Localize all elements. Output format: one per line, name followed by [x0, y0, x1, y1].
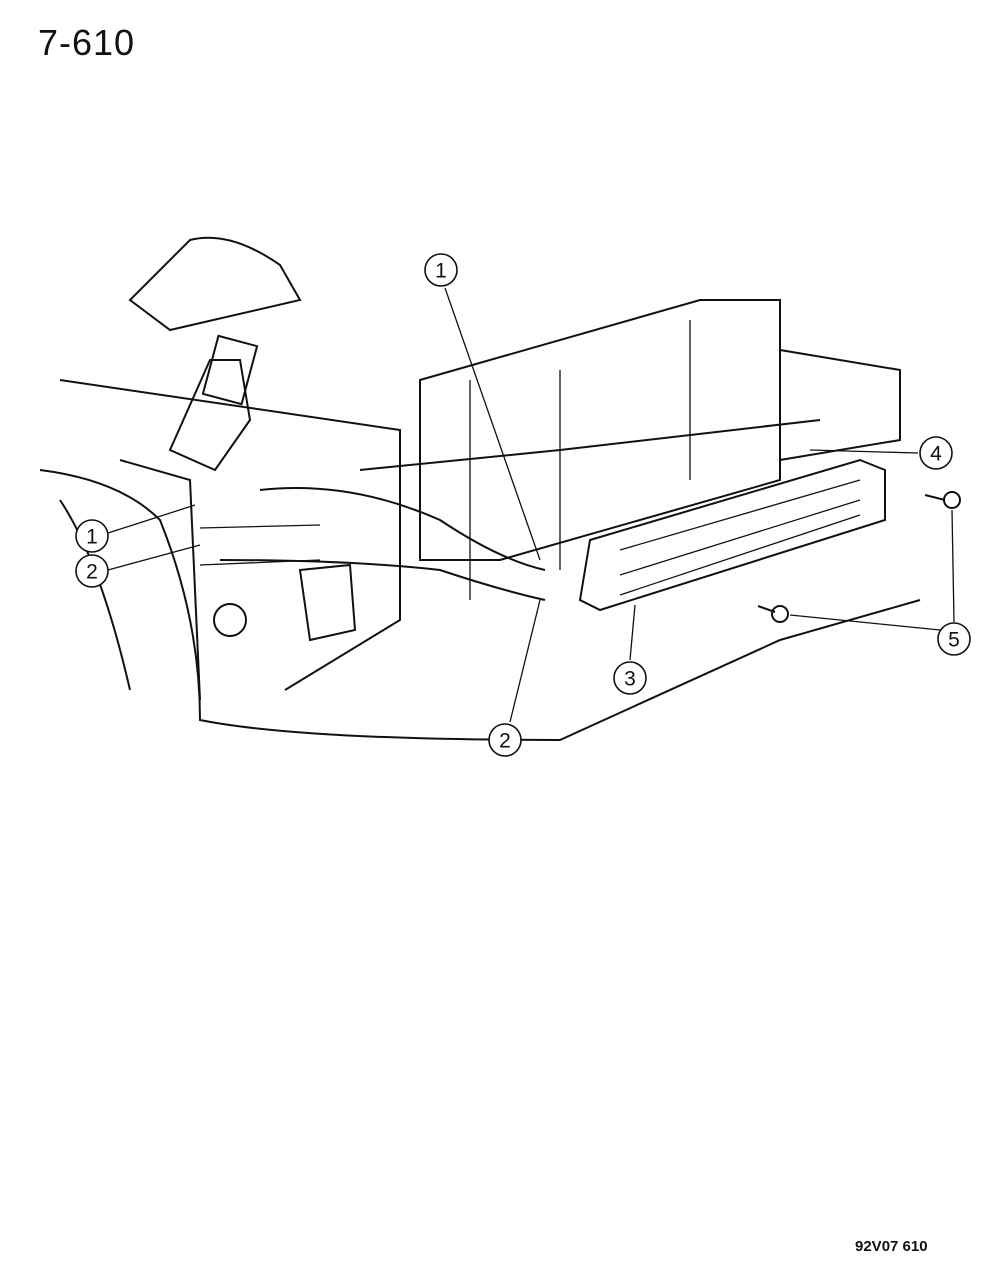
callout-label: 4	[930, 443, 942, 466]
callout-label: 5	[948, 629, 960, 652]
callout-2-bottom: 2	[488, 723, 522, 757]
callout-1-top: 1	[424, 253, 458, 287]
callout-label: 1	[86, 526, 98, 549]
page-number-title: 7-610	[38, 22, 136, 63]
figure-code: 92V07 610	[855, 1238, 928, 1255]
callout-4: 4	[919, 436, 953, 470]
bolts	[757, 491, 961, 623]
callout-2-left: 2	[75, 554, 109, 588]
callout-label: 3	[624, 668, 636, 691]
leader-lines	[107, 287, 955, 723]
cooler-lines	[199, 487, 546, 601]
callout-label: 2	[499, 730, 511, 753]
callout-5: 5	[937, 622, 971, 656]
callout-label: 2	[86, 561, 98, 584]
callout-1-left: 1	[75, 519, 109, 553]
callout-3: 3	[613, 661, 647, 695]
oil-cooler	[578, 458, 886, 612]
callout-label: 1	[435, 260, 447, 283]
radiator	[359, 299, 901, 600]
vehicle-body-outline	[39, 236, 921, 742]
